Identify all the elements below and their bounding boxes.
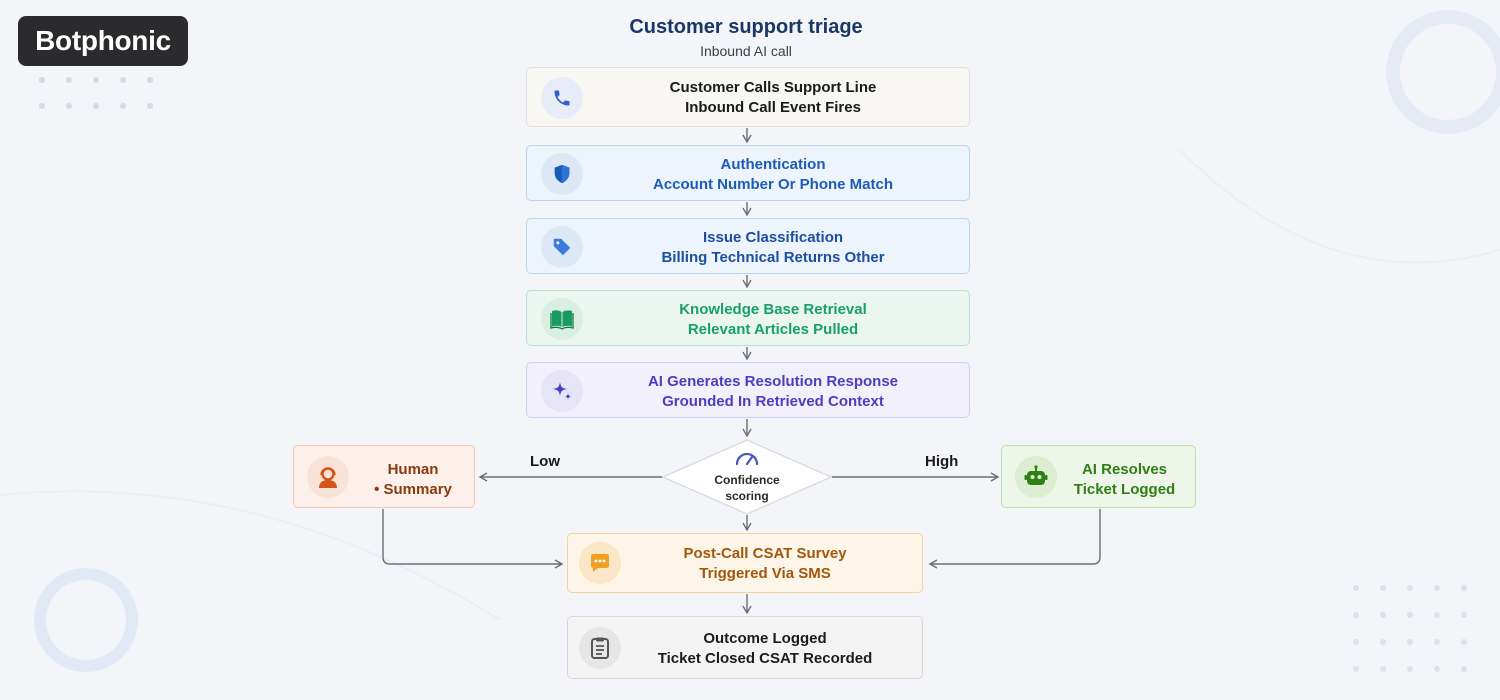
connector-human-csat (382, 509, 564, 569)
tag-icon (541, 226, 583, 268)
node-knowledge-base-line1: Knowledge Base Retrieval (679, 301, 867, 318)
node-issue-classification: Issue Classification Billing Technical R… (526, 218, 970, 274)
node-customer-call-line1: Customer Calls Support Line (669, 79, 877, 96)
brand-logo: Botphonic (18, 16, 188, 66)
node-customer-call: Customer Calls Support Line Inbound Call… (526, 67, 970, 127)
node-csat-survey-line1: Post-Call CSAT Survey (683, 545, 847, 562)
robot-icon (1015, 456, 1057, 498)
node-csat-survey: Post-Call CSAT Survey Triggered Via SMS (567, 533, 923, 593)
node-human-line1: Human (387, 461, 439, 478)
shield-icon (541, 153, 583, 195)
node-authentication: Authentication Account Number Or Phone M… (526, 145, 970, 201)
node-outcome-logged: Outcome Logged Ticket Closed CSAT Record… (567, 616, 923, 679)
node-ai-resolves: AI Resolves Ticket Logged (1001, 445, 1196, 508)
node-issue-classification-line1: Issue Classification (702, 229, 844, 246)
node-ai-generates-line1: AI Generates Resolution Response (647, 373, 899, 390)
phone-icon (541, 77, 583, 119)
node-authentication-line2: Account Number Or Phone Match (652, 176, 894, 193)
edge-label-low: Low (530, 453, 560, 470)
node-knowledge-base-line2: Relevant Articles Pulled (687, 321, 859, 338)
node-customer-call-line2: Inbound Call Event Fires (685, 99, 861, 116)
node-ai-resolves-line1: AI Resolves (1081, 461, 1168, 478)
node-issue-classification-line2: Billing Technical Returns Other (661, 249, 885, 266)
diagram-subtitle: Inbound AI call (700, 43, 792, 59)
node-outcome-logged-line2: Ticket Closed CSAT Recorded (657, 650, 873, 667)
node-csat-survey-line2: Triggered Via SMS (699, 565, 831, 582)
sparkle-icon (541, 370, 583, 412)
node-human-line2: • Summary (374, 481, 452, 498)
node-human-summary: Human • Summary (293, 445, 475, 508)
node-ai-resolves-line2: Ticket Logged (1073, 481, 1176, 498)
node-ai-generates: AI Generates Resolution Response Grounde… (526, 362, 970, 418)
decorative-dots-bottom-right (1353, 585, 1467, 672)
chat-icon (579, 542, 621, 584)
node-confidence-scoring-line2: scoring (725, 489, 769, 503)
book-icon (541, 298, 583, 340)
decision-diamond-shape (662, 439, 832, 515)
node-outcome-logged-line1: Outcome Logged (703, 630, 827, 647)
node-ai-generates-line2: Grounded In Retrieved Context (662, 393, 884, 410)
node-confidence-scoring: Confidence scoring (662, 439, 832, 515)
node-authentication-line1: Authentication (720, 156, 826, 173)
agent-icon (307, 456, 349, 498)
node-knowledge-base: Knowledge Base Retrieval Relevant Articl… (526, 290, 970, 346)
edge-label-high: High (925, 453, 959, 470)
diagram-title: Customer support triage (629, 16, 863, 38)
connector-resolve-csat (928, 509, 1101, 569)
node-confidence-scoring-line1: Confidence (714, 473, 780, 487)
clipboard-icon (579, 627, 621, 669)
decorative-dots-top-left (39, 77, 153, 109)
